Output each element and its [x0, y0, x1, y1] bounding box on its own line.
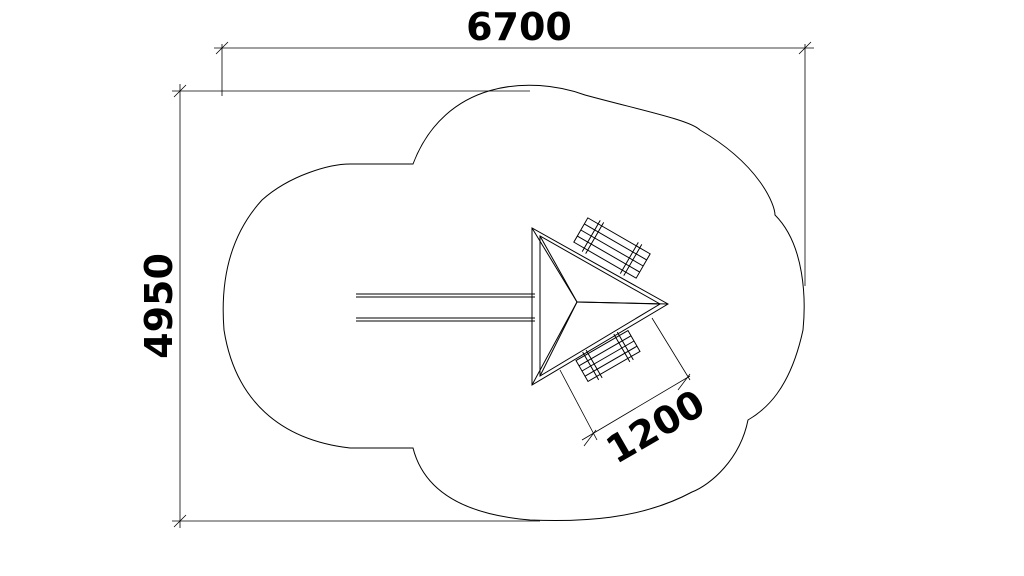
- upper-bench: [573, 217, 651, 279]
- width-label: 6700: [466, 5, 572, 49]
- height-label: 4950: [137, 253, 181, 359]
- bench-dimension: 1200: [559, 317, 713, 472]
- height-dimension: 4950: [137, 84, 540, 528]
- lower-bench: [575, 329, 641, 383]
- width-dimension: 6700: [214, 5, 814, 286]
- slide: [356, 293, 535, 322]
- tower-roof: [531, 227, 670, 386]
- safety-zone-outline: [222, 84, 805, 522]
- bench-label: 1200: [599, 381, 713, 472]
